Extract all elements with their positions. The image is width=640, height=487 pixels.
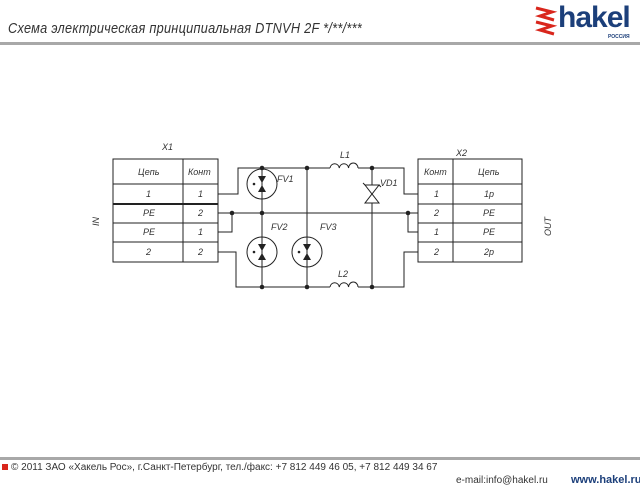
x2-label: X2 <box>455 148 467 158</box>
vd1-label: VD1 <box>380 178 398 188</box>
fv1-label: FV1 <box>277 174 294 184</box>
wire <box>218 213 233 233</box>
l1-inductor <box>329 162 359 169</box>
x1-cell: PE <box>143 208 156 218</box>
logo-text: hakel <box>558 1 631 34</box>
wire <box>407 213 418 233</box>
x2-cell: 1 <box>434 227 439 237</box>
x1-cell: PE <box>143 227 156 237</box>
wire <box>358 167 418 195</box>
page-title: Схема электрическая принципиальная DTNVH… <box>8 20 363 37</box>
footer-copyright: © 2011 ЗАО «Хакель Рос», г.Санкт-Петербу… <box>2 462 437 474</box>
x2-cell: 1 <box>434 189 439 199</box>
vd1-diode <box>362 182 382 204</box>
wire <box>358 251 418 288</box>
footer-email[interactable]: e-mail:info@hakel.ru <box>456 475 548 486</box>
footer-website-link[interactable]: www.hakel.ru <box>571 474 640 486</box>
l2-label: L2 <box>338 269 348 279</box>
x1-cell: 1 <box>198 189 203 199</box>
x2-cell: PE <box>483 208 496 218</box>
wire <box>218 167 330 195</box>
footer-divider <box>0 457 640 460</box>
x1-cell: 2 <box>197 247 203 257</box>
lightning-icon <box>534 6 558 36</box>
x1-cell: 1 <box>146 189 151 199</box>
x1-cell: 2 <box>145 247 151 257</box>
x2-cell: 2 <box>433 208 439 218</box>
x2-header-contact: Конт <box>424 167 447 177</box>
hakel-logo: hakel РОССИЯ <box>532 1 636 41</box>
junction-dots <box>229 165 411 290</box>
header-divider <box>0 42 640 45</box>
x2-cell: 1p <box>484 189 494 199</box>
copyright-text: © 2011 ЗАО «Хакель Рос», г.Санкт-Петербу… <box>11 462 438 473</box>
l2-inductor <box>329 281 359 288</box>
x1-header-contact: Конт <box>188 167 211 177</box>
x1-label: X1 <box>161 142 173 152</box>
wire <box>218 251 330 288</box>
fv2-label: FV2 <box>271 222 288 232</box>
x2-header-circuit: Цепь <box>478 167 500 177</box>
x1-cell: 1 <box>198 227 203 237</box>
fv3-label: FV3 <box>320 222 337 232</box>
x2-cell: 2 <box>433 247 439 257</box>
x1-cell: 2 <box>197 208 203 218</box>
out-label: OUT <box>543 216 553 237</box>
x1-table <box>112 158 219 263</box>
x2-cell: 2p <box>483 247 494 257</box>
x2-table <box>417 158 523 263</box>
l1-label: L1 <box>340 150 350 160</box>
x2-cell: PE <box>483 227 496 237</box>
in-label: IN <box>91 216 101 226</box>
bullet-icon <box>2 464 8 470</box>
x1-header-circuit: Цепь <box>138 167 160 177</box>
logo-sub: РОССИЯ <box>608 34 630 40</box>
